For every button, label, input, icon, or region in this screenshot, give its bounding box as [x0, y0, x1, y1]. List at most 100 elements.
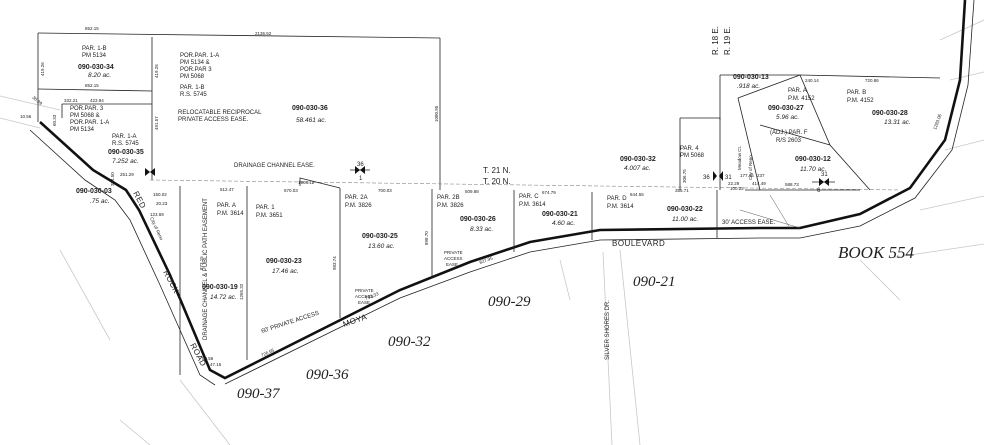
dimension: 384.50	[110, 172, 115, 186]
dimension: 240.14	[805, 78, 819, 83]
dimension: 1283.06	[932, 113, 942, 130]
dimension: 1265.32	[239, 283, 244, 300]
parcel-090-030-26[interactable]: PAR. 2B P.M. 3826 090-030-26 8.33 ac.	[437, 195, 496, 233]
parcel-090-030-19[interactable]: PAR. A P.M. 3614 090-030-19 14.72 ac.	[202, 203, 244, 301]
parcel-090-030-12[interactable]: (ADJ.) PAR. F R/S 2603 090-030-12 11.70 …	[770, 130, 831, 173]
private-access-b-line: PRIVATE	[444, 250, 463, 255]
parcel-apn: 090-030-28	[872, 110, 908, 117]
parcel-desc-line: POR.PAR. 3	[70, 106, 104, 112]
parcel-desc-line: POR.PAR. 1-A	[180, 53, 219, 59]
parcel-acres: 17.46 ac.	[272, 268, 299, 275]
parcel-apn: 090-030-21	[542, 211, 578, 218]
private-access-a-line: PRIVATE	[355, 288, 374, 293]
parcel-090-030-25[interactable]: PAR. 2A P.M. 3826 090-030-25 13.60 ac.	[345, 195, 398, 250]
dimension: 414.49	[752, 181, 766, 186]
parcel-090-030-13[interactable]: 090-030-13 .918 ac.	[733, 74, 769, 90]
dimension: 873.15	[199, 256, 204, 270]
parcel-desc-line: PAR. 2B	[437, 195, 460, 201]
dimension: 1908.12	[298, 180, 315, 185]
parcel-090-030-35[interactable]: POR.PAR. 3 PM 5068 & POR.PAR. 1-A PM 513…	[70, 106, 144, 165]
dimension: 50.56	[202, 356, 214, 361]
street-labels: RED ROCK ROAD MOYA BOULEVARD SILVER SHOR…	[131, 190, 914, 368]
map-page: 090-36	[306, 367, 349, 383]
dimension: 793.33	[365, 291, 380, 301]
dimension: 20.23	[156, 201, 168, 206]
dimension: 30.99	[31, 95, 43, 106]
dimension: 22.29	[728, 181, 740, 186]
section-corner-small	[145, 168, 155, 176]
parcel-desc-line: PAR. C	[519, 194, 539, 200]
parcel-desc-line: PAR. 2A	[345, 195, 368, 201]
private-access-b-line: ACCESS	[444, 256, 463, 261]
parcel-090-030-36[interactable]: POR.PAR. 1-A PM 5134 & POR.PAR 3 PM 5068…	[180, 53, 328, 124]
section-corner-36-31: 36 31	[703, 171, 732, 181]
parcel-desc-line: PM 5134	[70, 127, 95, 133]
township-range: T. 21 N. T. 20 N. R. 18 E. R. 19 E.	[483, 26, 732, 186]
parcel-apn: 090-030-27	[768, 105, 804, 112]
dimension: 509.88	[465, 189, 479, 194]
parcel-apn: 090-030-25	[362, 233, 398, 240]
parcel-acres: 13.31 ac.	[884, 119, 911, 126]
parcel-apn: 090-030-03	[76, 188, 112, 195]
parcel-desc-line: PAR. 1	[256, 205, 275, 211]
parcel-desc-line: (ADJ.) PAR. F	[770, 130, 808, 136]
parcel-apn: 090-030-23	[266, 258, 302, 265]
dimension: 2136.52	[255, 31, 272, 36]
parcel-desc-line: PAR. A	[788, 88, 807, 94]
dimension: 512.47	[220, 187, 234, 192]
dimension: 100.22	[730, 186, 744, 191]
parcel-090-030-32[interactable]: PAR. 4 PM 5068 090-030-32 4.007 ac.	[620, 146, 705, 172]
parcel-apn: 090-030-26	[460, 216, 496, 223]
parcel-acres: 11.70 ac.	[800, 166, 826, 173]
dimension: 491.57	[154, 116, 159, 130]
parcel-desc-line: PM 5134 &	[180, 60, 210, 66]
reciprocal-access-label: RELOCATABLE RECIPROCAL PRIVATE ACCESS EA…	[178, 110, 262, 123]
dimension: 720.86	[865, 78, 879, 83]
parcel-acres: 4.60 ac.	[552, 220, 575, 227]
parcel-desc-line: PAR. A	[217, 203, 236, 209]
parcel-apn: 090-030-32	[620, 156, 656, 163]
dimension: 237	[757, 173, 765, 178]
parcel-desc-line: PM 5068	[180, 74, 205, 80]
dimension: 983.74	[332, 256, 337, 270]
moya-label: MOYA	[342, 312, 369, 329]
parcel-apn: 090-030-36	[292, 105, 328, 112]
township-20-label: T. 20 N.	[483, 177, 511, 186]
parcel-090-030-22[interactable]: PAR. D P.M. 3614 090-030-22 11.00 ac.	[607, 196, 703, 223]
parcel-desc-line: P.M. 3614	[607, 204, 634, 210]
road-boundary	[29, 0, 975, 386]
dimension: 177.45	[740, 173, 754, 178]
parcel-apn: 090-030-34	[78, 64, 114, 71]
parcel-090-030-03[interactable]: 090-030-03 .75 ac.	[76, 188, 112, 205]
dimension: 123.69	[150, 212, 164, 217]
parcel-desc-line: PAR. B	[847, 90, 866, 96]
map-page: 090-29	[488, 294, 531, 310]
dimension: 355.71	[675, 188, 689, 193]
dimension: 251.29	[120, 172, 134, 177]
parcel-desc-line: POR.PAR. 1-A	[70, 120, 109, 126]
parcel-090-030-28[interactable]: PAR. B P.M. 4152 090-030-28 13.31 ac.	[847, 90, 911, 126]
parcel-desc-line: P.M. 4152	[788, 96, 815, 102]
dimension: 1080.95	[434, 105, 439, 122]
parcel-acres: 8.33 ac.	[470, 226, 493, 233]
dimension: 827.95	[479, 255, 494, 265]
private-access-a-line: ACCESS	[355, 294, 374, 299]
parcel-desc-line: PAR. 1-A	[112, 134, 137, 140]
parcel-090-030-23[interactable]: PAR. 1 P.M. 3651 090-030-23 17.46 ac.	[256, 205, 302, 275]
private-access-60-label: 60' PRIVATE ACCESS	[261, 311, 320, 335]
corner-label-a: 36	[357, 162, 364, 168]
parcel-090-030-34[interactable]: PAR. 1-B PM 5134 090-030-34 8.20 ac.	[78, 46, 114, 79]
dimension: 844.55	[630, 192, 644, 197]
dimension: 588.73	[785, 182, 799, 187]
dimension: 852.15	[85, 83, 99, 88]
parcel-090-030-21[interactable]: PAR. C P.M. 3614 090-030-21 4.60 ac.	[519, 194, 578, 227]
range-19-label: R. 19 E.	[723, 26, 732, 55]
parcel-desc-line: P.M. 4152	[847, 98, 874, 104]
red-rock-label: ROCK	[161, 269, 181, 296]
parcel-apn: 090-030-22	[667, 206, 703, 213]
corner-label-a: 36	[703, 175, 710, 181]
corner-label-b: 31	[725, 175, 732, 181]
parcel-090-030-27[interactable]: PAR. A P.M. 4152 090-030-27 5.96 ac.	[768, 88, 815, 121]
dimension: 332.21	[64, 98, 78, 103]
